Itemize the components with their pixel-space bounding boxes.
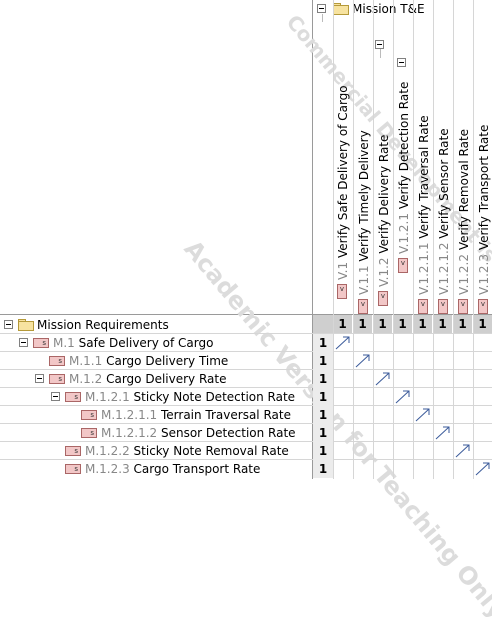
row-count: 1 [313,424,333,442]
collapse-toggle-v-1-2[interactable] [375,40,384,49]
matrix-horizontal-divider [0,314,492,315]
verify-icon: v [358,299,368,314]
collapse-toggle-m-1[interactable] [19,338,28,347]
collapse-toggle-mission-requirements[interactable] [4,320,13,329]
row-label-m-1-2-1-2[interactable]: M.1.2.1.2 Sensor Detection Rate [101,426,296,440]
verify-icon: v [337,284,347,299]
requirement-icon: s [81,428,97,438]
collapse-toggle-v-1-2-1[interactable] [397,58,406,67]
column-header-v-1-2-1-1[interactable]: v V.1.2.1.1 Verify Traversal Rate [414,0,434,314]
column-count: 1 [393,315,412,333]
matrix-vertical-divider [312,0,313,479]
column-count: 1 [373,315,392,333]
column-header-v-1-2-1-2[interactable]: v V.1.2.1.2 Verify Sensor Rate [434,0,454,314]
row-label-m-1-2-1[interactable]: M.1.2.1 Sticky Note Detection Rate [85,390,296,404]
row-count: 1 [313,460,333,478]
row-label-m-1-1[interactable]: M.1.1 Cargo Delivery Time [69,354,229,368]
row-count: 1 [313,406,333,424]
row-label-m-1-2-2[interactable]: M.1.2.2 Sticky Note Removal Rate [85,444,289,458]
column-count: 1 [433,315,452,333]
dependency-arrow-icon[interactable] [354,352,372,369]
verify-icon: v [378,291,388,306]
row-label-m-1-2[interactable]: M.1.2 Cargo Delivery Rate [69,372,227,386]
row-count: 1 [313,370,333,388]
dependency-arrow-icon[interactable] [414,406,432,423]
column-id: V.1 [336,261,350,280]
verify-icon: v [438,299,448,314]
column-header-v-1-2-1[interactable]: v V.1.2.1 Verify Detection Rate [394,0,414,314]
corner-cell [313,315,333,333]
dependency-arrow-icon[interactable] [434,424,452,441]
row-count: 1 [313,442,333,460]
row-label-m-1[interactable]: M.1 Safe Delivery of Cargo [53,336,214,350]
requirement-icon: s [65,464,81,474]
requirement-icon: s [33,338,49,348]
row-label-m-1-2-3[interactable]: M.1.2.3 Cargo Transport Rate [85,462,261,476]
folder-icon [18,319,34,331]
requirement-icon: s [65,392,81,402]
collapse-toggle-mission-te[interactable] [317,4,326,13]
verify-icon: v [398,258,408,273]
verify-icon: v [418,299,428,314]
column-header-v-1-2[interactable]: v V.1.2 Verify Delivery Rate [374,0,394,314]
verify-icon: v [478,299,488,314]
column-count: 1 [413,315,432,333]
column-header-v-1-2-3[interactable]: v V.1.2.3 Verify Transport Rate [474,0,492,314]
row-label-m-1-2-1-1[interactable]: M.1.2.1.1 Terrain Traversal Rate [101,408,291,422]
requirement-icon: s [49,374,65,384]
requirement-icon: s [81,410,97,420]
requirement-icon: s [49,356,65,366]
column-count: 1 [353,315,372,333]
column-count: 1 [473,315,492,333]
row-root-label: Mission Requirements [37,318,169,332]
dependency-arrow-icon[interactable] [334,334,352,351]
column-label: Verify Safe Delivery of Cargo [336,85,350,259]
column-header-v-1-1[interactable]: v V.1.1 Verify Timely Delivery [354,0,374,314]
collapse-toggle-m-1-2-1[interactable] [51,392,60,401]
column-header-v-1-2-2[interactable]: v V.1.2.2 Verify Removal Rate [454,0,474,314]
column-header-v-1[interactable]: v V.1 Verify Safe Delivery of Cargo [334,0,354,314]
column-count: 1 [333,315,352,333]
dependency-arrow-icon[interactable] [374,370,392,387]
collapse-toggle-m-1-2[interactable] [35,374,44,383]
dependency-arrow-icon[interactable] [474,460,492,477]
requirement-icon: s [65,446,81,456]
row-count: 1 [313,352,333,370]
row-count: 1 [313,334,333,352]
verify-icon: v [458,299,468,314]
column-root-label: Mission T&E [352,2,425,16]
dependency-arrow-icon[interactable] [394,388,412,405]
column-count: 1 [453,315,472,333]
row-count: 1 [313,388,333,406]
dependency-arrow-icon[interactable] [454,442,472,459]
